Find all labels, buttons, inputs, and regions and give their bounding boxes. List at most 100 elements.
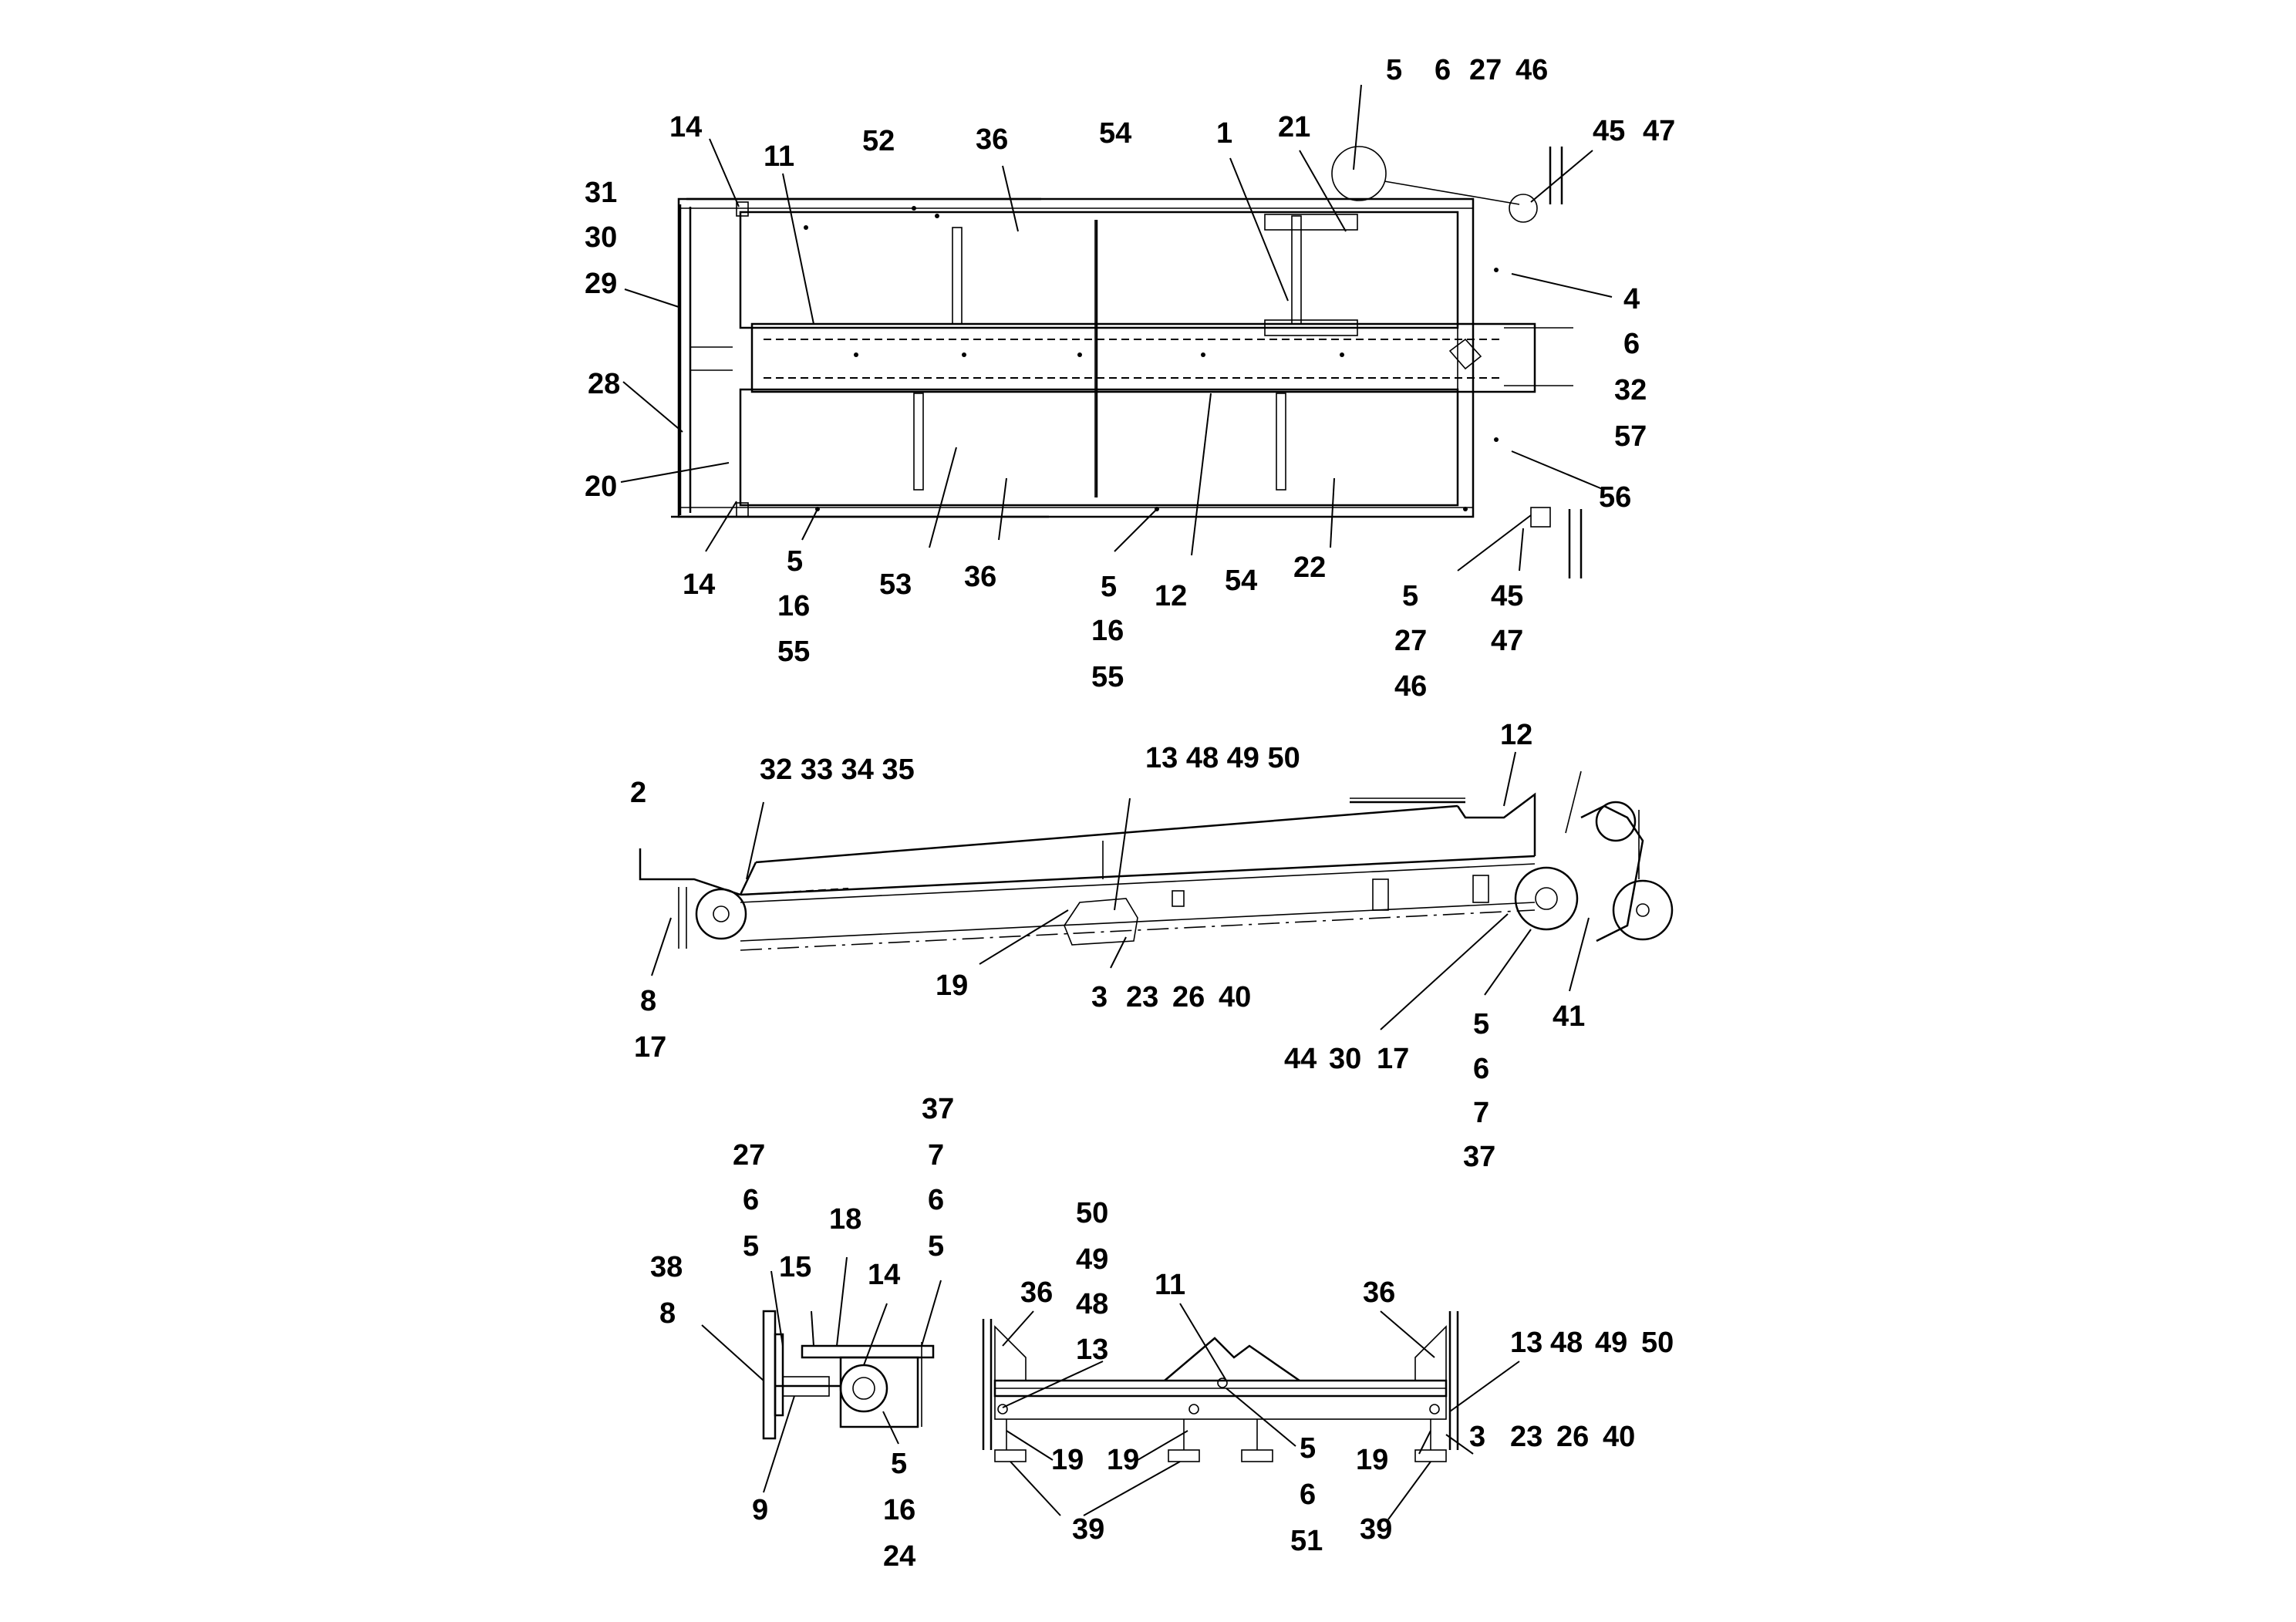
callout: 13 [1510,1327,1542,1359]
callout: 47 [1491,625,1523,657]
callout: 27 [1469,54,1502,86]
callout: 8 [640,985,656,1017]
callout: 3 [1469,1421,1485,1453]
callout: 13 [1076,1334,1108,1366]
callout: 23 [1510,1421,1542,1453]
callout: 49 [1595,1327,1627,1359]
callout: 46 [1394,670,1427,703]
callout: 50 [1076,1197,1108,1229]
callout: 16 [777,590,810,622]
callout: 14 [683,568,715,601]
end-view-left-drawing [762,1310,935,1440]
callout: 47 [1643,115,1675,147]
callout: 36 [1363,1276,1395,1309]
callout: 16 [883,1494,915,1526]
callout-labels: 5 6 27 46 45 47 14 11 52 36 54 1 21 31 3… [585,54,1675,1573]
callout: 18 [829,1203,861,1236]
callout: 49 [1076,1243,1108,1276]
callout: 39 [1360,1513,1392,1546]
callout: 40 [1603,1421,1635,1453]
callout: 5 [1386,54,1402,86]
callout: 26 [1556,1421,1589,1453]
callout: 16 [1091,615,1124,647]
callout: 7 [1473,1097,1489,1129]
callout: 4 [1623,283,1640,315]
callout: 5 [1473,1008,1489,1040]
callout: 36 [976,123,1008,156]
callout: 5 [891,1448,907,1480]
callout: 23 [1126,981,1158,1013]
callout: 37 [1463,1141,1495,1173]
callout: 6 [1300,1479,1316,1511]
callout: 8 [659,1297,676,1330]
callout: 45 [1593,115,1625,147]
callout: 21 [1278,111,1310,143]
callout: 14 [868,1259,900,1291]
end-view-right-drawing [982,1311,1459,1462]
callout: 51 [1290,1525,1323,1557]
callout: 17 [634,1031,666,1064]
callout: 14 [669,111,702,143]
callout: 15 [779,1251,811,1283]
callout: 24 [883,1540,915,1573]
callout: 12 [1500,719,1532,751]
callout: 32 33 34 35 [760,754,915,786]
callout: 29 [585,268,617,300]
callout: 3 [1091,981,1108,1013]
callout: 27 [1394,625,1427,657]
callout: 11 [1155,1269,1185,1301]
callout: 26 [1172,981,1205,1013]
callout: 30 [1329,1043,1361,1075]
callout: 30 [585,221,617,254]
callout: 19 [1107,1444,1139,1476]
callout: 6 [928,1184,944,1216]
callout: 5 [1101,571,1117,603]
callout: 48 [1550,1327,1583,1359]
callout: 36 [1020,1276,1053,1309]
side-view-drawing [639,771,1674,951]
callout: 19 [1051,1444,1084,1476]
callout: 46 [1515,54,1548,86]
callout: 37 [922,1093,954,1125]
callout: 48 [1076,1288,1108,1320]
callout: 52 [862,125,895,157]
callout: 7 [928,1139,944,1172]
callout: 13 48 49 50 [1145,742,1300,774]
callout: 57 [1614,420,1647,453]
callout: 19 [936,969,968,1002]
callout: 55 [777,636,810,668]
callout: 53 [879,568,912,601]
callout: 5 [928,1230,944,1263]
callout: 19 [1356,1444,1388,1476]
callout: 5 [787,545,803,578]
callout: 41 [1553,1000,1585,1033]
top-view-drawing [671,146,1583,578]
callout: 32 [1614,374,1647,406]
callout: 28 [588,368,620,400]
callout: 6 [1473,1053,1489,1085]
callout: 12 [1155,580,1187,612]
callout: 55 [1091,661,1124,693]
callout: 54 [1099,117,1131,150]
callout: 2 [630,777,646,809]
callout: 54 [1225,565,1257,597]
callout: 1 [1216,117,1232,150]
callout: 40 [1219,981,1251,1013]
callout: 11 [764,140,794,173]
callout: 5 [743,1230,759,1263]
callout: 31 [585,177,617,209]
callout: 20 [585,470,617,503]
leader-lines [620,84,1613,1520]
callout: 9 [752,1494,768,1526]
callout: 5 [1402,580,1418,612]
callout: 45 [1491,580,1523,612]
callout: 38 [650,1251,683,1283]
callout: 22 [1293,551,1326,584]
callout: 17 [1377,1043,1409,1075]
callout: 36 [964,561,996,593]
callout: 50 [1641,1327,1674,1359]
callout: 27 [733,1139,765,1172]
callout: 6 [743,1184,759,1216]
callout: 6 [1435,54,1451,86]
